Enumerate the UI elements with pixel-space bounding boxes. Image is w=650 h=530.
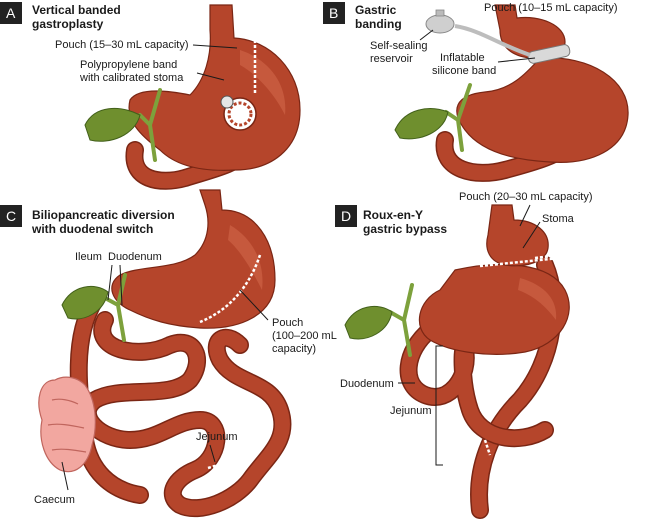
panel-b-band-label-line2: silicone band	[432, 65, 496, 77]
panel-a: A Vertical banded gastroplasty Pouch (15…	[0, 2, 301, 190]
panel-b-reservoir-label-line2: reservoir	[370, 53, 413, 65]
panel-a-band-label-line2: with calibrated stoma	[79, 72, 184, 84]
panel-d-badge	[335, 205, 357, 227]
panel-d-stoma-staples	[534, 254, 553, 260]
panel-d-pouch-staples	[479, 256, 561, 268]
panel-d-letter: D	[341, 208, 351, 224]
panel-b-reservoir-label-line1: Self-sealing	[370, 40, 427, 52]
panel-a-stoma	[220, 95, 234, 109]
panel-a-gallbladder	[84, 107, 141, 142]
panel-d-pouch-label: Pouch (20–30 mL capacity)	[459, 191, 593, 203]
panel-a-pouch-label: Pouch (15–30 mL capacity)	[55, 39, 189, 51]
panel-b-reservoir	[425, 14, 455, 34]
panel-d-duodenum-label: Duodenum	[340, 378, 394, 390]
panel-d-bile-duct	[388, 283, 414, 357]
panel-a-badge	[0, 2, 22, 24]
panel-c-letter: C	[6, 208, 16, 224]
panel-d-title-line1: Roux-en-Y	[363, 208, 423, 222]
panel-c-title-line2: with duodenal switch	[31, 222, 153, 236]
panel-c-title-line1: Biliopancreatic diversion	[32, 208, 175, 222]
panel-b-badge	[323, 2, 345, 24]
panel-a-title-line1: Vertical banded	[32, 3, 121, 17]
panel-c-gallbladder	[61, 285, 109, 320]
panel-b-pouch-label: Pouch (10–15 mL capacity)	[484, 2, 618, 14]
panel-b-tube	[454, 24, 531, 57]
panel-d-stoma-label: Stoma	[542, 213, 575, 225]
panel-a-letter: A	[6, 5, 16, 21]
panel-b: B Gastric banding Pouch (10–15 mL capaci…	[323, 2, 629, 182]
panel-b-stomach	[456, 57, 629, 163]
panel-c-caecum-label: Caecum	[34, 494, 75, 506]
panel-b-letter: B	[329, 5, 338, 21]
panel-b-title-line1: Gastric	[355, 3, 397, 17]
panel-c-caecum	[38, 376, 96, 473]
panel-d-pouch	[486, 204, 549, 267]
panel-d-stomach	[418, 263, 570, 355]
panel-a-bile-duct	[138, 88, 162, 162]
panel-a-stomach	[128, 4, 301, 171]
panel-c-duodenum-label: Duodenum	[108, 251, 162, 263]
panel-c-bile-duct	[103, 273, 127, 342]
panel-c-pouch-label-line3: capacity)	[272, 343, 316, 355]
panel-a-title-line2: gastroplasty	[32, 17, 104, 31]
panel-c-pouch-label-line2: (100–200 mL	[272, 330, 337, 342]
panel-d-title-line2: gastric bypass	[363, 222, 447, 236]
panel-b-band-label-line1: Inflatable	[440, 52, 485, 64]
panel-d-jejunum-staples	[483, 439, 492, 456]
panel-a-band-label-line1: Polypropylene band	[80, 59, 177, 71]
panel-d-jejunum-label: Jejunum	[390, 405, 432, 417]
panel-c-ileum-label: Ileum	[75, 251, 102, 263]
panel-c-jejunum-label: Jejunum	[196, 431, 238, 443]
panel-c-staple-line	[199, 254, 262, 324]
panel-b-title-line2: banding	[355, 17, 402, 31]
panel-c-jejunum-staples	[207, 460, 229, 470]
panel-c: C Biliopancreatic diversion with duodena…	[0, 189, 337, 518]
panel-d-jejunum-bracket	[435, 345, 443, 466]
panel-c-badge	[0, 205, 22, 227]
panel-d-gallbladder	[344, 305, 393, 340]
panel-c-stomach	[111, 189, 276, 329]
panel-b-gallbladder	[394, 108, 449, 140]
panel-c-pouch-label-line1: Pouch	[272, 317, 303, 329]
panel-d: D Roux-en-Y gastric bypass Pouch (20–30 …	[335, 191, 593, 519]
